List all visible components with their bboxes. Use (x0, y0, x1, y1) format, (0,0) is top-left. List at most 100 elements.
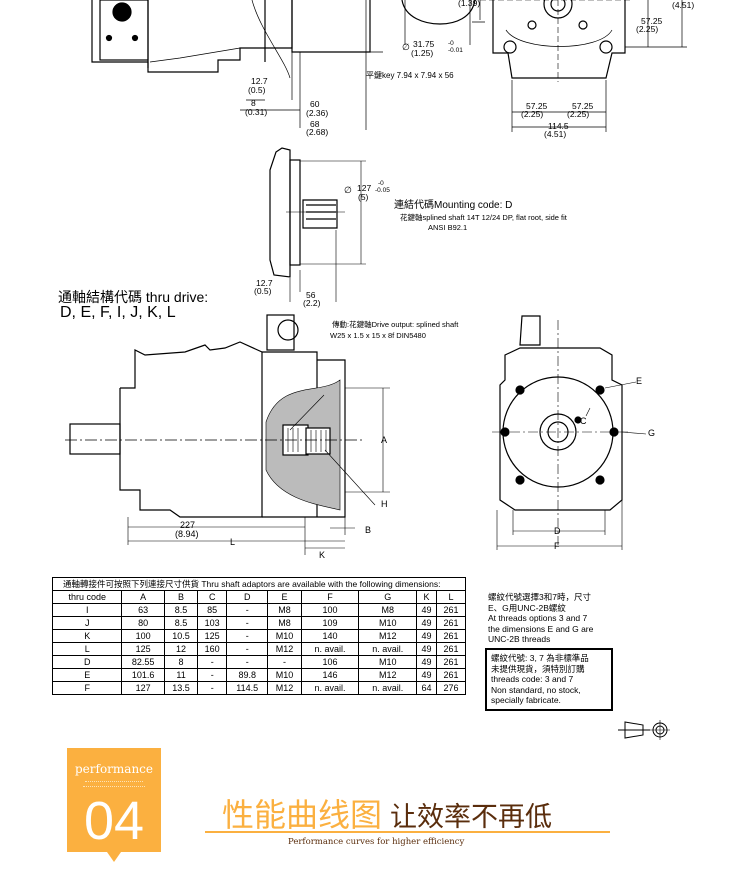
dim-56: 56 (306, 290, 316, 300)
table-cell: 100 (121, 629, 165, 643)
label-f: F (554, 541, 560, 551)
header-cell: G (358, 590, 418, 604)
table-cell: 89.8 (226, 668, 269, 682)
table-cell: M12 (267, 642, 302, 656)
table-cell: 82.55 (121, 655, 165, 669)
table-cell: - (226, 629, 269, 643)
dim-0-5: (0.5) (248, 85, 266, 95)
shaft-end-view (401, 0, 485, 45)
dim-31-75: 31.75 (413, 39, 435, 49)
note-line: specially fabricate. (491, 695, 561, 705)
dim-2-25-r: (2.25) (567, 109, 589, 119)
table-cell: n. avail. (358, 681, 418, 695)
table-cell: M12 (358, 668, 418, 682)
nonstandard-threads-note: 螺紋代號: 3, 7 為非標準品 未提供現貨，須特別訂購 threads cod… (485, 648, 613, 711)
label-e: E (636, 376, 642, 386)
dim-12-7: 12.7 (256, 278, 273, 288)
dim-5: (5) (358, 192, 369, 202)
table-cell: 49 (416, 668, 437, 682)
dim-2-2: (2.2) (303, 298, 321, 308)
table-caption: 通軸轉接件可按照下列連接尺寸供貨 Thru shaft adaptors are… (52, 577, 466, 591)
table-cell: 49 (416, 616, 437, 630)
thread-note: 螺紋代號選擇3和7時，尺寸 E、G用UNC-2B螺紋 At threads op… (488, 592, 593, 645)
table-cell: 101.6 (121, 668, 165, 682)
section-subtitle: Performance curves for higher efficiency (288, 837, 465, 847)
dim-2-68: (2.68) (306, 127, 328, 137)
table-cell: 276 (435, 681, 467, 695)
table-cell: - (226, 616, 269, 630)
table-cell: 8.5 (163, 603, 199, 617)
badge-word: performance (74, 762, 153, 776)
technical-drawing: 平鍵key 7.94 x 7.94 x 56 12.7 (0.5) 8 (0.3… (65, 0, 694, 740)
dim-2-25-l: (2.25) (521, 109, 543, 119)
note-line: 螺紋代號: 3, 7 為非標準品 (491, 653, 589, 663)
tol-upper: -0 (378, 180, 384, 187)
note-line: At threads options 3 and 7 (488, 613, 588, 623)
table-cell: M10 (267, 668, 302, 682)
table-cell: J (51, 616, 123, 630)
tol-lower: -0.05 (375, 187, 390, 194)
table-cell: L (51, 642, 123, 656)
section-title-main: 性能曲线图 (222, 797, 383, 833)
table-cell: 100 (300, 603, 360, 617)
table-cell: - (197, 681, 228, 695)
table-cell: F (51, 681, 123, 695)
key-label: 平鍵key 7.94 x 7.94 x 56 (366, 70, 454, 80)
table-cell: 125 (197, 629, 228, 643)
header-cell: C (197, 590, 228, 604)
table-cell: 10.5 (163, 629, 199, 643)
header-cell: L (435, 590, 467, 604)
spline-label: 花鍵軸splined shaft 14T 12/24 DP, flat root… (400, 212, 568, 222)
table-header-row: thru code A B C D E F G K L (51, 590, 467, 604)
table-cell: 8 (163, 655, 199, 669)
table-cell: 85 (197, 603, 228, 617)
table-cell: 49 (416, 629, 437, 643)
note-line: 未提供現貨，須特別訂購 (491, 663, 585, 674)
table-cell: 261 (435, 642, 467, 656)
table-cell: 103 (197, 616, 228, 630)
table-cell: 13.5 (163, 681, 199, 695)
table-cell: - (226, 655, 269, 669)
table-cell: 106 (300, 655, 360, 669)
table-cell: 261 (435, 629, 467, 643)
tol-upper: -0 (448, 40, 454, 47)
dim-4-51: (4.51) (544, 129, 566, 139)
table-cell: 261 (435, 603, 467, 617)
dim-0-5: (0.5) (254, 286, 272, 296)
table-cell: 114.5 (226, 681, 269, 695)
dim-114-5: 114.5 (548, 121, 569, 131)
dim-227: 227 (180, 520, 195, 530)
thru-drive-codes: D, E, F, I, J, K, L (60, 304, 176, 321)
table-cell: M8 (358, 603, 418, 617)
dim-2-25-v: (2.25) (636, 24, 658, 34)
table-cell: 80 (121, 616, 165, 630)
table-cell: M12 (358, 629, 418, 643)
drive-output-label: 傳動:花鍵軸Drive output: splined shaft (332, 319, 459, 329)
dim-127: 127 (357, 183, 371, 193)
dim-57-25-v: 57.25 (641, 16, 663, 26)
section-badge: performance 04 (67, 748, 161, 862)
table-cell: 127 (121, 681, 165, 695)
dim-68: 68 (310, 119, 320, 129)
header-cell: B (163, 590, 199, 604)
thru-shaft-dimensions-table: 通軸轉接件可按照下列連接尺寸供貨 Thru shaft adaptors are… (51, 577, 467, 695)
label-d: D (554, 526, 561, 536)
tol-lower: -0.01 (448, 47, 463, 54)
title-underline (205, 831, 610, 833)
label-c: C (580, 416, 587, 426)
table-cell: 63 (121, 603, 165, 617)
header-cell: F (300, 590, 360, 604)
table-cell: M10 (358, 655, 418, 669)
table-cell: 12 (163, 642, 199, 656)
table-cell: 261 (435, 616, 467, 630)
table-cell: 109 (300, 616, 360, 630)
dim-57-25-l: 57.25 (526, 101, 548, 111)
table-cell: 146 (300, 668, 360, 682)
table-cell: n. avail. (358, 642, 418, 656)
label-k: K (319, 550, 325, 560)
label-a: A (381, 435, 387, 445)
note-line: the dimensions E and G are (488, 623, 594, 634)
label-l: L (230, 537, 235, 547)
